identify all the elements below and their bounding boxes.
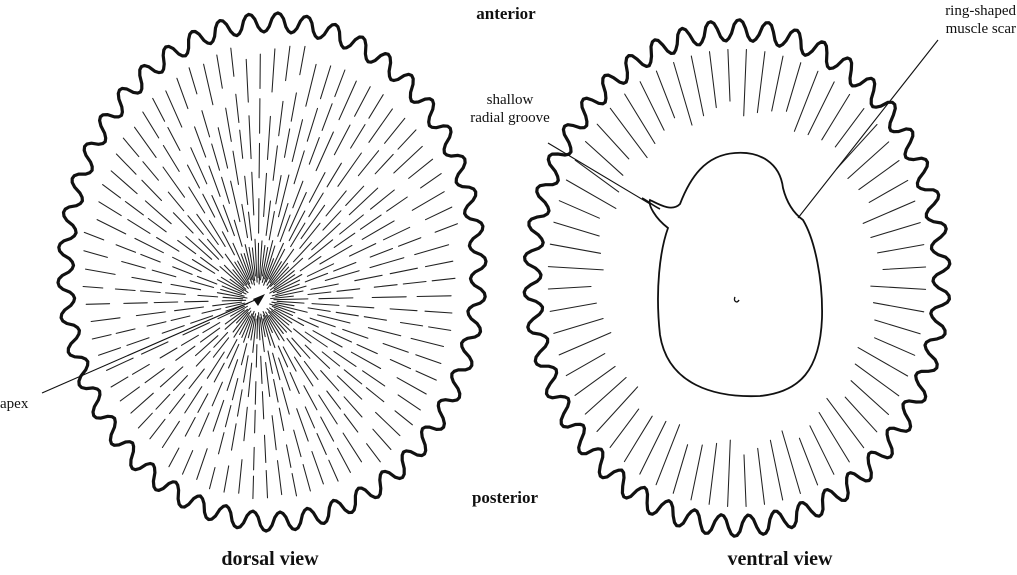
apex-label: apex [0, 396, 29, 412]
dorsal-rib-segment [256, 345, 257, 368]
anterior-label: anterior [476, 4, 536, 23]
dorsal-shell [58, 13, 486, 531]
dorsal-rib-segment [124, 303, 148, 304]
dorsal-rib-segment [222, 300, 246, 301]
dorsal-rib-segment [253, 476, 254, 499]
dorsal-rib-segment [254, 447, 255, 470]
dorsal-view-label: dorsal view [221, 548, 319, 570]
dorsal-rib-segment [255, 382, 256, 405]
dorsal-rib-segment [417, 296, 451, 297]
scar-label-line-2: muscle scar [946, 21, 1016, 37]
dorsal-rib-segment [372, 297, 406, 298]
dorsal-rib-segment [185, 301, 209, 302]
ventral-shell [524, 20, 950, 536]
scar-label-line-1: ring-shaped [945, 3, 1016, 19]
ventral-view-label: ventral view [728, 548, 834, 570]
posterior-label: posterior [472, 488, 539, 507]
dorsal-rib-segment [154, 302, 178, 303]
ventral-shell-outline [524, 20, 950, 536]
dorsal-rib-segment [257, 316, 258, 339]
groove-label-line-2: radial groove [470, 110, 550, 126]
dorsal-rib-segment [255, 410, 256, 433]
dorsal-rib-segment [86, 304, 109, 305]
groove-label-line-1: shallow [487, 92, 534, 108]
